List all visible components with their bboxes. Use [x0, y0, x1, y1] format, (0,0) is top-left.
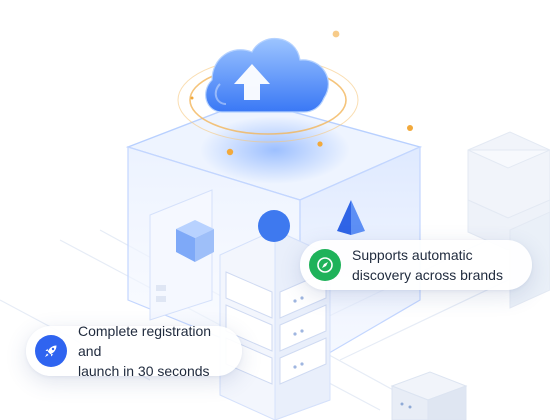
callout-discovery-line-2: discovery across brands	[352, 267, 503, 283]
cloud-upload-icon	[205, 38, 329, 113]
compass-icon	[309, 249, 341, 281]
callout-registration: Complete registration and launch in 30 s…	[26, 323, 242, 379]
callout-registration-line-2: launch in 30 seconds	[78, 363, 210, 379]
rocket-icon	[35, 335, 67, 367]
callout-registration-line-1: Complete registration and	[78, 323, 212, 359]
sparkles	[190, 30, 413, 156]
callout-discovery: Supports automatic discovery across bran…	[300, 240, 532, 290]
floating-sphere	[258, 210, 290, 242]
router-device	[390, 371, 468, 420]
floating-pyramid	[337, 200, 365, 235]
callout-discovery-line-1: Supports automatic	[352, 247, 473, 263]
floating-cube	[176, 220, 214, 262]
